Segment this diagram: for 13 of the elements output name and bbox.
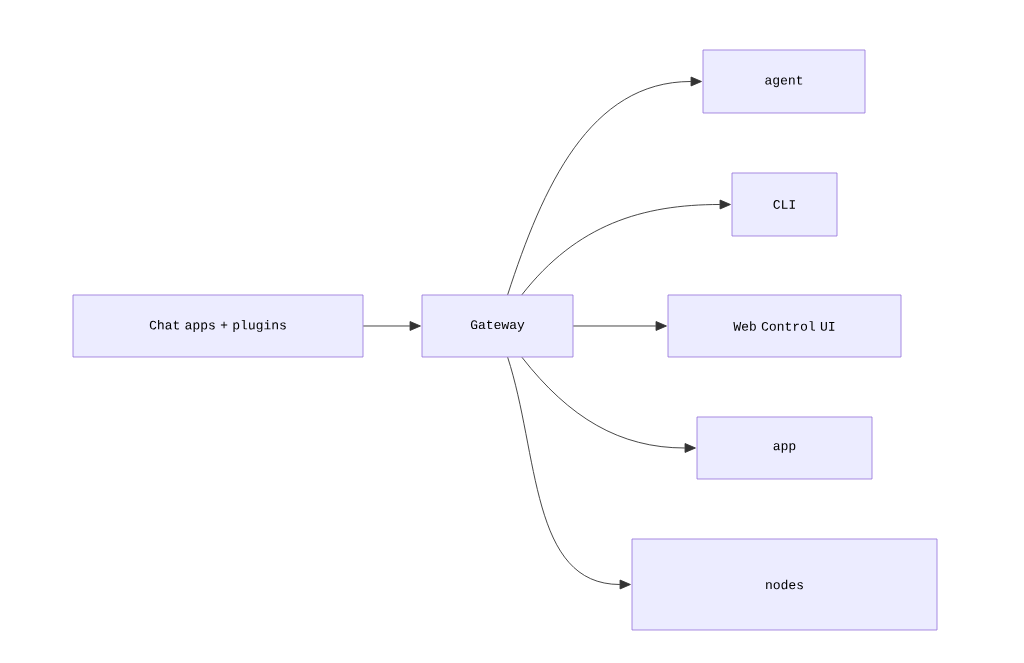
arrow [572,321,667,331]
process-box: Gateway [421,294,574,358]
process-box: nodes [631,538,938,631]
arrow [507,76,702,296]
process-box: app [696,416,873,480]
process-box: Web Control UI [667,294,902,358]
arrow [507,356,631,590]
arrow [521,199,731,296]
process-box: Chat apps + plugins [72,294,364,358]
process-box: CLI [731,172,838,237]
process-box: agent [702,49,866,114]
arrow [362,321,421,331]
arrow [521,356,696,453]
